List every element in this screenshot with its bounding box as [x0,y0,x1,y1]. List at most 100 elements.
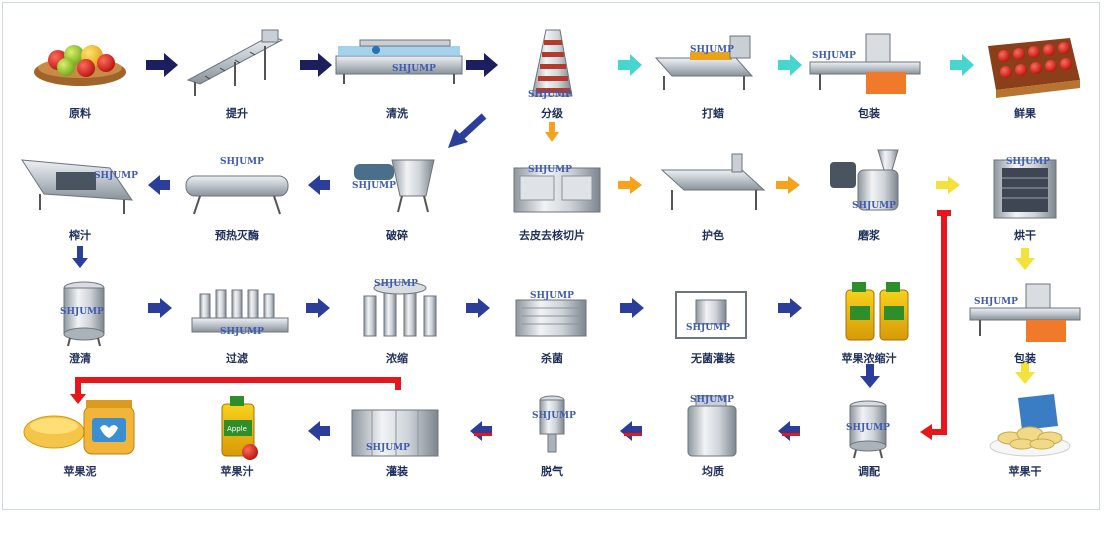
waxing-machine-icon: SHJUMP [654,35,754,90]
bottle-label: Apple [227,425,247,433]
filling-machine-icon: SHJUMP [351,409,439,457]
step-label-filtering: 过滤 [226,352,248,365]
brand-label: SHJUMP [220,327,264,337]
step-label-peel-core-slice: 去皮去核切片 [519,229,585,242]
apple-juice-bottle-icon: Apple [221,396,258,460]
arrow-right [300,53,332,77]
arrow-right [950,54,974,76]
arrow-right [936,176,960,194]
step-label-fresh-fruit: 鲜果 [1014,107,1036,120]
arrow-right [620,298,644,318]
arrow-right [146,53,178,77]
step-label-juicing: 榨汁 [69,229,91,242]
clarifying-tank-icon: SHJUMP [60,281,105,347]
brand-label: SHJUMP [392,64,436,74]
flow-arrows-blue [148,298,802,318]
grinding-mill-icon: SHJUMP [830,149,899,211]
step-label-waxing: 打蜡 [702,107,724,120]
brand-label: SHJUMP [852,201,896,211]
brand-label: SHJUMP [846,423,890,433]
fresh-fruit-box-icon [988,38,1080,98]
step-label-apple-juice: 苹果汁 [220,465,254,478]
arrow-down [72,246,88,268]
step-label-packing: 包装 [858,107,880,120]
step-label-homogenizing: 均质 [702,465,724,478]
arrow-right [776,176,800,194]
filter-system-icon: SHJUMP [191,289,289,337]
step-label-aseptic-filling: 无菌灌装 [691,352,735,365]
arrow-right [466,298,490,318]
packing-machine-icon: SHJUMP [809,33,921,94]
juicing-press-icon: SHJUMP [21,159,138,214]
brand-label: SHJUMP [60,307,104,317]
arrow-right [618,54,642,76]
brand-label: SHJUMP [532,411,576,421]
washing-machine-icon: SHJUMP [335,39,463,84]
drying-oven-icon: SHJUMP [993,157,1057,219]
step-label-raw-material: 原料 [69,107,91,120]
brand-label: SHJUMP [220,157,264,167]
arrow-left [470,421,492,441]
evaporator-icon: SHJUMP [363,279,437,337]
step-label-degassing: 脱气 [541,465,563,478]
packing-machine-icon: SHJUMP [969,283,1081,342]
arrow-right [466,53,498,77]
brand-label: SHJUMP [528,90,572,100]
arrow-right [306,298,330,318]
step-label-concentrate-juice: 苹果浓缩汁 [841,352,897,365]
step-label-preheat-sterilize: 预热灭酶 [215,229,259,242]
step-label-dried-apple: 苹果干 [1008,465,1042,478]
step-label-apple-puree: 苹果泥 [63,465,97,478]
arrow-down [1015,362,1035,384]
flow-arrows-orange [618,176,800,194]
step-label-washing: 清洗 [386,107,408,120]
dried-apple-chips-icon [989,394,1071,457]
arrow-down [860,364,880,388]
brand-label: SHJUMP [812,51,856,61]
preheat-sterilizer-icon: SHJUMP [185,157,289,215]
flow-arrows-row4 [308,421,800,441]
degassing-tank-icon: SHJUMP [532,395,576,453]
homogenizer-icon: SHJUMP [687,395,737,457]
fruit-basket-icon [34,45,126,86]
flow-arrows-cyan [618,54,974,76]
arrow-down [1015,248,1035,270]
color-protection-line-icon [660,153,766,210]
step-label-grinding: 磨浆 [858,229,880,242]
arrow-left [620,421,642,441]
step-label-clarifying: 澄清 [69,352,91,365]
step-label-grading: 分级 [541,107,563,120]
brand-label: SHJUMP [690,45,734,55]
arrow-right [148,298,172,318]
aseptic-filler-icon: SHJUMP [675,291,747,339]
crusher-icon: SHJUMP [352,159,435,213]
red-connector-line [70,377,401,404]
step-label-lifting: 提升 [226,107,248,120]
lifting-conveyor-icon [186,29,284,96]
grading-machine-icon: SHJUMP [528,29,573,100]
arrow-down [545,122,559,142]
step-label-filling: 灌装 [386,465,408,478]
brand-label: SHJUMP [1006,157,1050,167]
step-label-sterilizing: 杀菌 [541,352,563,365]
arrow-right [778,298,802,318]
arrow-left [778,421,800,441]
brand-label: SHJUMP [690,395,734,405]
sterilizer-icon: SHJUMP [515,291,587,337]
red-connector-line [920,210,951,440]
brand-label: SHJUMP [94,171,138,181]
apple-puree-icon [23,400,135,455]
diagram-frame [2,2,1100,510]
brand-label: SHJUMP [366,443,410,453]
flow-arrows-navy [146,53,498,77]
brand-label: SHJUMP [352,181,396,191]
peeling-coring-machine-icon: SHJUMP [513,165,601,213]
concentrate-juice-bottles-icon [845,282,909,341]
brand-label: SHJUMP [974,297,1018,307]
flow-arrows-blue [148,175,330,195]
step-label-concentrating: 浓缩 [386,352,408,365]
brand-label: SHJUMP [374,279,418,289]
step-label-crushing: 破碎 [386,229,408,242]
step-label-packing-2: 包装 [1014,352,1036,365]
